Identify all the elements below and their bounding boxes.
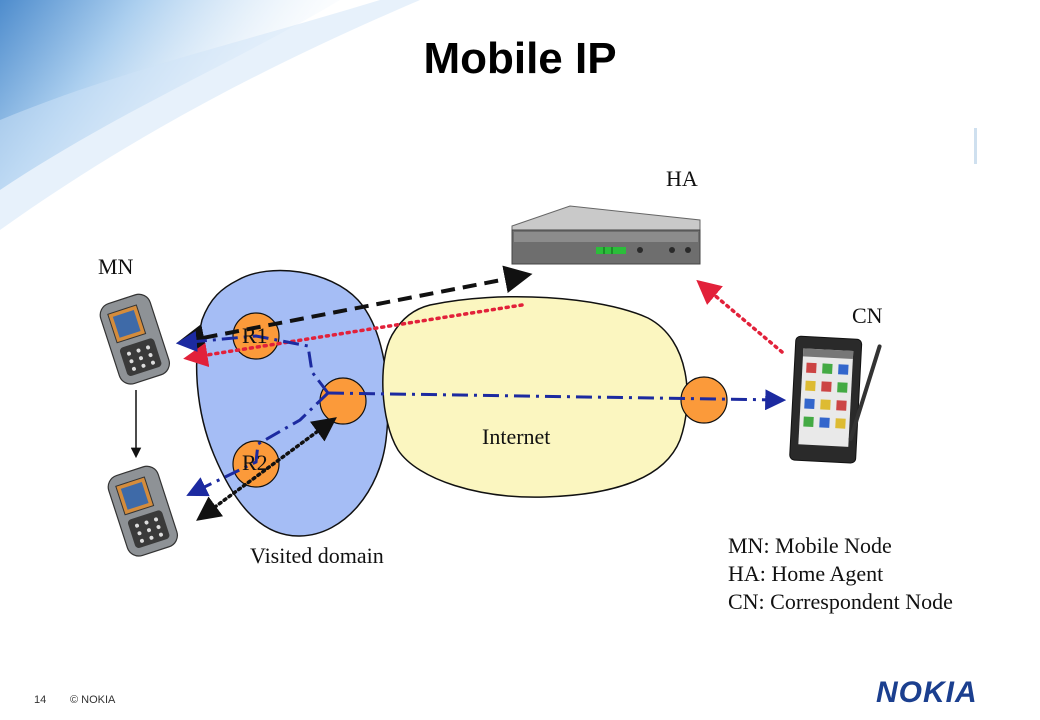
r1-label: R1 <box>242 323 268 348</box>
red-arrow-ha-to-mn <box>183 303 524 368</box>
internet-label: Internet <box>482 424 551 449</box>
background-swoosh-band <box>0 0 420 230</box>
home-agent-router-icon <box>511 205 701 265</box>
legend-item-cn: CN: Correspondent Node <box>728 589 953 614</box>
slide-title: Mobile IP <box>423 34 617 83</box>
copyright: © NOKIA <box>70 694 116 706</box>
nokia-logo: NOKIA <box>876 676 978 709</box>
legend-item-ha: HA: Home Agent <box>728 561 884 586</box>
dotted-arrow-mn-gateway <box>196 417 337 521</box>
background-swoosh <box>0 0 340 190</box>
legend-item-mn: MN: Mobile Node <box>728 533 892 558</box>
mobile-phone-icon <box>99 293 170 385</box>
r2-label: R2 <box>242 450 268 475</box>
background-edge-mark <box>974 128 977 164</box>
cn-label: CN <box>852 303 883 328</box>
blue-path-gateway-r1-mn <box>175 331 330 394</box>
router-visited-gateway <box>319 377 367 425</box>
blue-path-cn-gateway <box>327 389 787 411</box>
ha-label: HA <box>666 166 698 191</box>
mn-label: MN <box>98 254 134 279</box>
red-arrow-cn-to-ha <box>696 279 784 354</box>
pda-icon <box>789 335 882 464</box>
page-number: 14 <box>34 694 47 706</box>
mobile-phone-moved-icon <box>107 465 178 557</box>
tunnel-arrow-mn-ha <box>176 265 533 352</box>
legend: MN: Mobile Node HA: Home Agent CN: Corre… <box>728 532 953 616</box>
visited-domain-label: Visited domain <box>250 543 384 568</box>
